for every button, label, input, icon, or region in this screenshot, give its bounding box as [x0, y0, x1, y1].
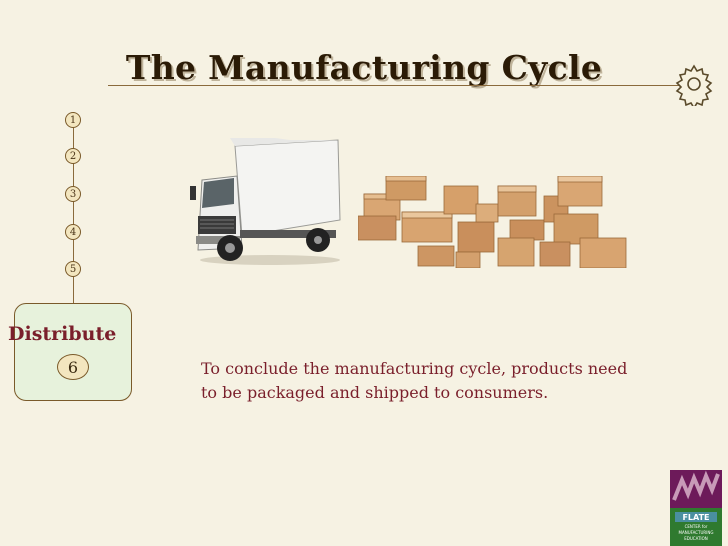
step-5[interactable]: 5	[65, 261, 81, 277]
timeline-line	[73, 112, 74, 304]
svg-text:CENTER for: CENTER for	[685, 524, 708, 529]
boxes-image	[358, 176, 627, 268]
gear-icon	[675, 64, 713, 106]
svg-text:MANUFACTURING: MANUFACTURING	[679, 530, 714, 535]
body-text: To conclude the manufacturing cycle, pro…	[201, 359, 628, 402]
flate-logo: FLATE CENTER for MANUFACTURING EDUCATION	[670, 470, 722, 546]
step-3[interactable]: 3	[65, 186, 81, 202]
active-step-box[interactable]	[14, 303, 132, 401]
title-rule	[108, 85, 690, 86]
step-6[interactable]: 6	[57, 354, 89, 380]
step-4[interactable]: 4	[65, 224, 81, 240]
active-step-label: Distribute	[8, 323, 117, 345]
slide-title: The Manufacturing Cycle	[125, 48, 603, 87]
truck-image	[190, 138, 341, 265]
svg-text:FLATE: FLATE	[682, 513, 709, 522]
svg-text:EDUCATION: EDUCATION	[684, 536, 708, 541]
step-1[interactable]: 1	[65, 112, 81, 128]
step-2[interactable]: 2	[65, 148, 81, 164]
